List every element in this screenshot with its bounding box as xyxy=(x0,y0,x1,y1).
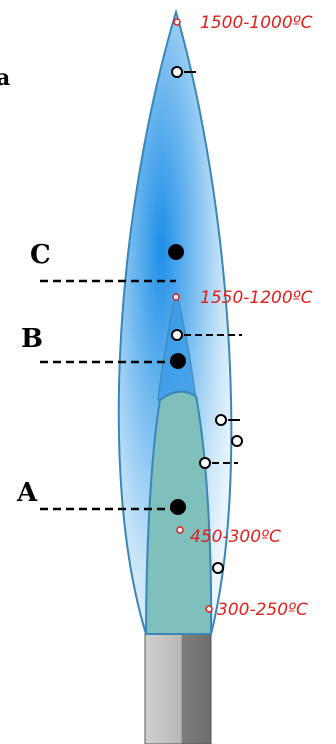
temp-label-base: 300-250ºC xyxy=(217,600,308,620)
temp-marker-inner xyxy=(176,526,184,534)
point-a-dot xyxy=(170,499,186,515)
temp-label-inner: 450-300ºC xyxy=(190,527,281,547)
open-marker-mid xyxy=(171,329,242,341)
label-c: C xyxy=(30,240,51,270)
open-marker-right-1 xyxy=(215,414,240,426)
temp-marker-base xyxy=(205,605,213,613)
cutoff-glyph: a xyxy=(0,65,10,91)
temp-marker-top xyxy=(173,18,181,26)
label-b: B xyxy=(21,324,43,354)
point-b-dot xyxy=(170,353,186,369)
temp-label-mid: 1550-1200ºC xyxy=(200,288,313,308)
temp-label-top: 1500-1000ºC xyxy=(200,13,313,33)
label-a: A xyxy=(16,478,38,508)
temp-marker-mid xyxy=(172,293,180,301)
burner-tube xyxy=(144,633,212,744)
open-marker-right-2 xyxy=(231,435,243,447)
open-marker-right-3 xyxy=(199,457,238,469)
open-marker-top xyxy=(171,66,196,78)
open-marker-bottom xyxy=(212,562,224,574)
point-c-dot xyxy=(168,244,184,260)
